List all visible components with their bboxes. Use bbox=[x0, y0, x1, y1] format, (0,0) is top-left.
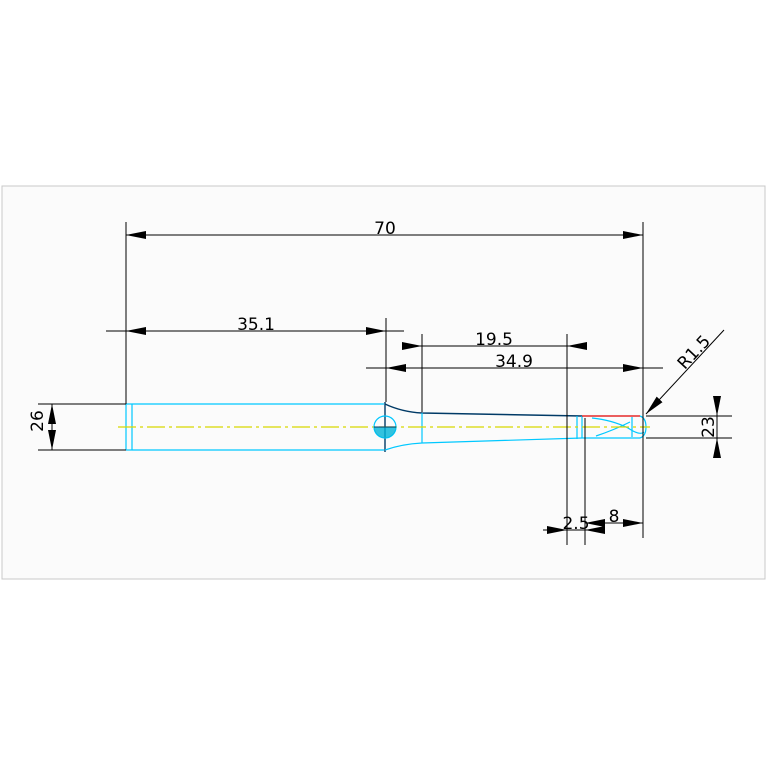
shank bbox=[125, 403, 384, 451]
dim-text-overall: 70 bbox=[374, 219, 396, 239]
tip-flute bbox=[591, 417, 645, 434]
taper-upper-edge bbox=[384, 403, 583, 417]
dim-text-tip: 8 bbox=[609, 507, 620, 527]
dim-text-tip-dia: 23 bbox=[699, 416, 719, 438]
dim-text-taper: 19.5 bbox=[475, 330, 513, 350]
tip-flute-2 bbox=[595, 421, 631, 437]
taper-lower-edge bbox=[384, 437, 583, 451]
dim-text-neck: 2.5 bbox=[562, 514, 589, 534]
dim-text-shank-dia: 26 bbox=[28, 410, 48, 432]
dim-text-shank: 35.1 bbox=[237, 315, 275, 335]
drawing-frame bbox=[1, 185, 766, 580]
part-body bbox=[125, 402, 647, 452]
dim-text-head: 34.9 bbox=[495, 352, 533, 372]
dimension-lines bbox=[38, 222, 732, 545]
cross-hole bbox=[373, 415, 397, 439]
leader-tip-radius bbox=[645, 329, 725, 415]
